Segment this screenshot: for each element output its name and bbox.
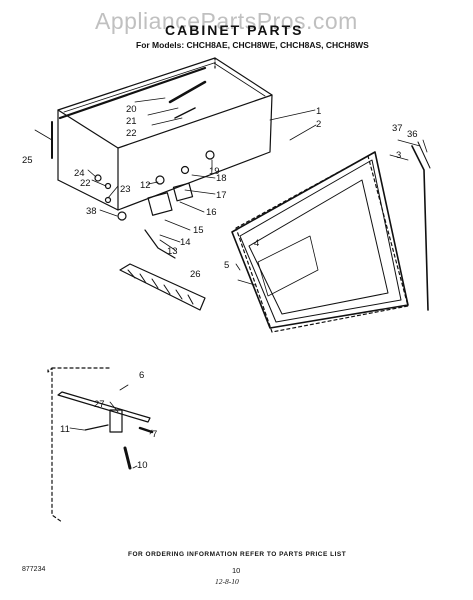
callout-22-lower: 22 [80, 178, 91, 189]
lid-assembly [231, 151, 409, 333]
page-number: 10 [232, 566, 241, 575]
callout-7: 7 [152, 429, 157, 440]
callout-36: 36 [407, 129, 418, 140]
callout-22-upper: 22 [126, 128, 137, 139]
callout-15: 15 [193, 225, 204, 236]
callout-21: 21 [126, 116, 137, 127]
callout-25: 25 [22, 155, 33, 166]
callout-23: 23 [120, 184, 131, 195]
model-list: For Models: CHCH8AE, CHCH8WE, CHCH8AS, C… [136, 40, 369, 50]
callout-6: 6 [139, 370, 144, 381]
callout-14: 14 [180, 237, 191, 248]
callout-3: 3 [396, 150, 401, 161]
callout-24: 24 [74, 168, 85, 179]
callout-37: 37 [392, 123, 403, 134]
callout-11: 11 [60, 424, 70, 435]
callout-1: 1 [316, 106, 321, 117]
leader-lines [34, 97, 428, 469]
cabinet-box [57, 57, 273, 211]
hinge-rod [168, 80, 207, 119]
callout-19: 19 [209, 166, 220, 177]
callout-12: 12 [140, 180, 151, 191]
diagram-title: CABINET PARTS [165, 22, 304, 38]
callout-16: 16 [206, 207, 217, 218]
callout-38: 38 [86, 206, 97, 217]
callout-2: 2 [316, 119, 321, 130]
ordering-note: FOR ORDERING INFORMATION REFER TO PARTS … [128, 551, 347, 558]
document-number: 877234 [22, 566, 46, 573]
callout-18: 18 [216, 173, 227, 184]
callout-20: 20 [126, 104, 137, 115]
drain-assembly [57, 391, 154, 470]
callout-27: 27 [94, 399, 105, 410]
callout-labels: 1 2 3 4 5 6 7 10 11 12 13 14 15 16 17 18… [22, 104, 418, 471]
callout-26: 26 [190, 269, 201, 280]
callout-5: 5 [224, 260, 229, 271]
callout-17: 17 [216, 190, 227, 201]
inset-frame [47, 367, 111, 523]
callout-13: 13 [167, 246, 178, 257]
side-hinge-strip [411, 141, 431, 311]
kick-plate [119, 263, 206, 311]
callout-4: 4 [254, 238, 259, 249]
callout-10: 10 [137, 460, 148, 471]
control-parts [94, 150, 215, 259]
watermark-text: AppliancePartsPros.com [95, 8, 358, 34]
date-code: 12-8-10 [215, 577, 239, 586]
